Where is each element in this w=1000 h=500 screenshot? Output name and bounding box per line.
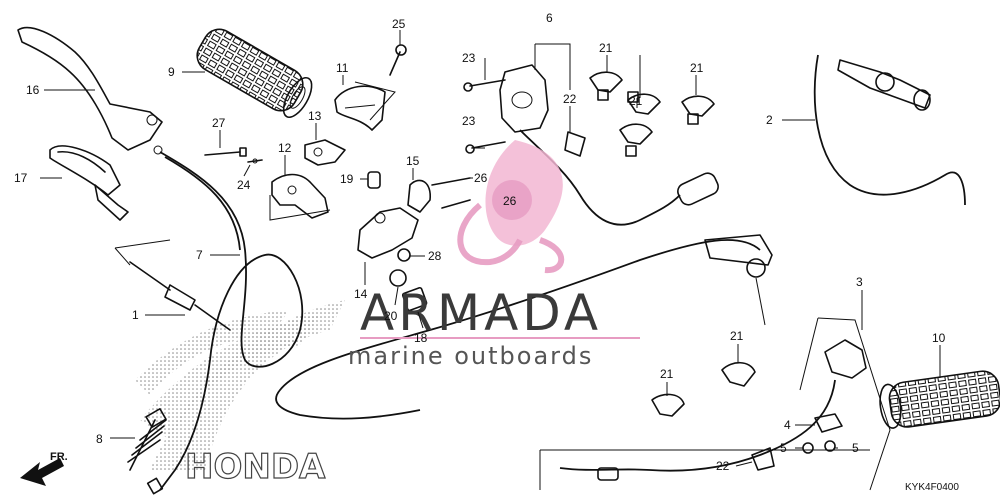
callout-3: 3 (856, 275, 863, 289)
callout-9: 9 (168, 65, 175, 79)
callout-14: 14 (354, 287, 368, 301)
brake-perch (357, 171, 431, 312)
callout-22-top: 22 (563, 92, 577, 106)
front-direction-arrow: FR. (20, 451, 68, 486)
screw-23-bottom (465, 141, 506, 154)
clamp-13 (304, 139, 346, 166)
callout-22-bottom: 22 (716, 459, 730, 473)
clip-21-d (681, 95, 715, 125)
callout-19: 19 (340, 172, 354, 186)
callout-8: 8 (96, 432, 103, 446)
throttle-housing (799, 317, 891, 491)
long-cable (275, 234, 773, 420)
callout-23-bottom: 23 (462, 114, 476, 128)
clip-22-top (564, 131, 586, 157)
callout-16: 16 (26, 83, 40, 97)
callout-28: 28 (428, 249, 442, 263)
callout-20: 20 (384, 309, 398, 323)
callout-11: 11 (336, 61, 349, 75)
callout-1: 1 (132, 308, 139, 322)
callout-6: 6 (546, 11, 553, 25)
clutch-cable (146, 145, 304, 495)
lever-holder (49, 145, 129, 221)
watermark-badge: 26 (457, 140, 565, 274)
callout-26: 26 (474, 171, 488, 185)
background-logo: HONDA (135, 300, 345, 488)
honda-logo-text: HONDA (185, 447, 326, 487)
callouts: 16 9 25 11 6 23 21 22 21 17 27 13 12 24 … (14, 11, 946, 473)
callout-21-a: 21 (599, 41, 613, 55)
screw-25 (389, 44, 407, 76)
watermark-tagline: marine outboards (348, 342, 593, 370)
right-grip (879, 370, 1000, 429)
clutch-lever (17, 26, 163, 151)
callout-18: 18 (414, 331, 428, 345)
callout-21-d: 21 (690, 61, 704, 75)
screw-23-top (463, 79, 506, 92)
callout-2: 2 (766, 113, 773, 127)
front-direction-label: FR. (50, 451, 68, 463)
callout-21-f: 21 (660, 367, 674, 381)
spring-8 (127, 408, 167, 471)
bottom-harness (539, 379, 870, 490)
leader-lines (40, 30, 941, 467)
callout-21-b: 21 (629, 94, 643, 108)
screw-5-b (824, 440, 836, 452)
callout-7: 7 (196, 248, 203, 262)
callout-5-a: 5 (780, 441, 787, 455)
clip-21-b (627, 91, 661, 115)
clip-21-e (721, 361, 756, 387)
clip-22-bottom (751, 447, 775, 471)
callout-10: 10 (932, 331, 946, 345)
diagram-ref-code: KYK4F0400 (905, 482, 959, 493)
cable-adjuster-1 (114, 239, 231, 331)
callout-13: 13 (308, 109, 322, 123)
throttle-cable (813, 54, 966, 206)
holder-12 (269, 173, 331, 221)
clip-21-a (589, 71, 623, 101)
callout-25: 25 (392, 17, 406, 31)
callout-24: 24 (237, 178, 251, 192)
bolt-27 (204, 147, 247, 157)
watermark-badge-number: 26 (503, 194, 517, 208)
callout-21-g: 21 (730, 329, 744, 343)
clip-21-f (651, 393, 685, 417)
clip-21-c (619, 123, 653, 157)
left-grip (196, 28, 313, 118)
screw-5-a (802, 442, 814, 454)
clamp-4 (814, 413, 843, 433)
callout-17: 17 (14, 171, 28, 185)
callout-12: 12 (278, 141, 292, 155)
switch-cover (334, 81, 396, 131)
callout-4: 4 (784, 418, 791, 432)
switch-housing (499, 43, 571, 133)
callout-23-top: 23 (462, 51, 476, 65)
callout-15: 15 (406, 154, 420, 168)
bolt-26 (431, 177, 471, 209)
callout-5-b: 5 (852, 441, 859, 455)
watermark-brand: ARMADA (360, 284, 602, 342)
bolt-24 (247, 158, 263, 164)
callout-27: 27 (212, 116, 226, 130)
